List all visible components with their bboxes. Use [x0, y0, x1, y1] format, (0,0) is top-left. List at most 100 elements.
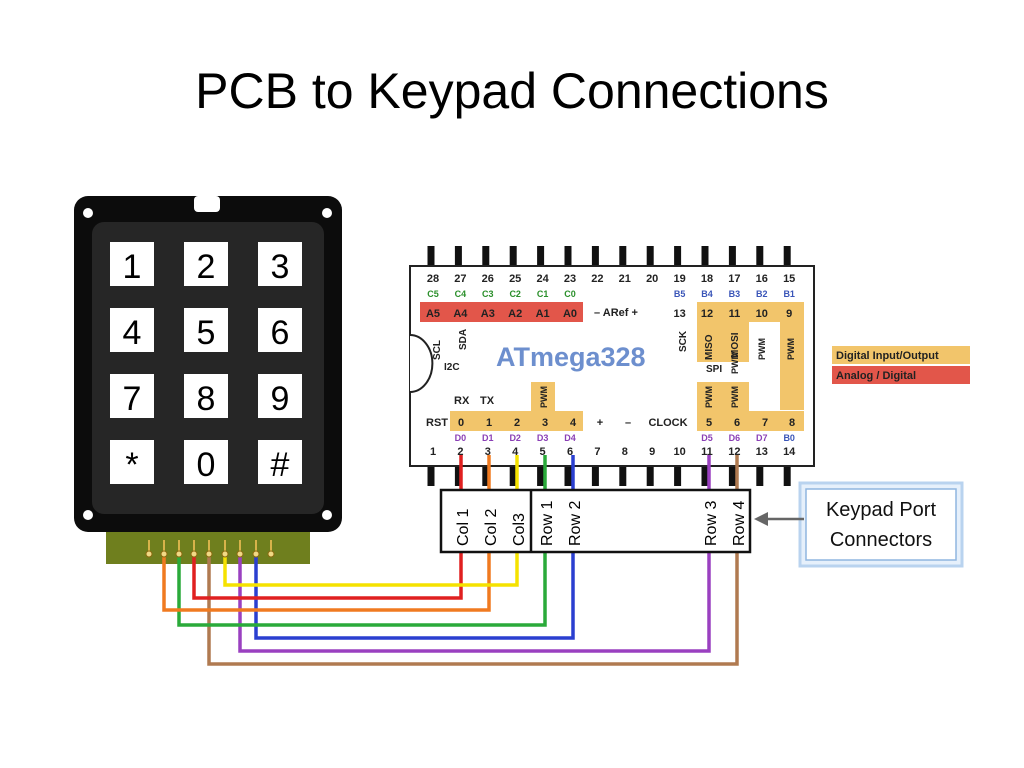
legend-digital-label: Digital Input/Output	[836, 350, 939, 362]
port-label: B1	[783, 289, 795, 299]
digital-region-top	[697, 302, 804, 322]
spi-label: SPI	[706, 364, 722, 375]
key-button	[110, 440, 154, 484]
pin-function-label: 3	[542, 417, 548, 429]
keypad-hole	[83, 208, 93, 218]
pin-number: 26	[482, 273, 494, 285]
legend-digital-swatch	[832, 346, 970, 364]
wire-row1	[177, 552, 547, 627]
connector-label: Row 2	[567, 501, 584, 546]
port-label: D7	[756, 433, 768, 443]
pin-function-label: RST	[426, 417, 448, 429]
pin-number: 10	[673, 446, 685, 458]
key-label: 6	[271, 314, 290, 352]
pin-function-label: 5	[706, 417, 712, 429]
key-button	[110, 308, 154, 352]
chip-pin	[482, 466, 490, 486]
port-label: C0	[564, 289, 576, 299]
ribbon-pin-head	[267, 550, 275, 558]
pin-number: 13	[756, 446, 768, 458]
key-label: *	[125, 446, 138, 484]
chip-pin	[427, 466, 435, 486]
ribbon-pin-head	[145, 550, 153, 558]
pin-number: 23	[564, 273, 576, 285]
pin-number: 7	[594, 446, 600, 458]
pin-function-label: A5	[426, 308, 440, 320]
key-label: 3	[271, 248, 290, 286]
chip-pin	[728, 246, 736, 266]
chip-pin	[564, 466, 572, 486]
i2c-label: I2C	[444, 362, 460, 373]
port-label: D4	[564, 433, 576, 443]
pin-function-label: 13	[673, 308, 685, 320]
analog-region	[420, 302, 583, 322]
digital-region-bottom-right	[697, 411, 804, 431]
chip-pin	[619, 246, 627, 266]
port-label: D3	[537, 433, 549, 443]
keypad-hole	[322, 208, 332, 218]
chip-pin	[564, 246, 572, 266]
pin-number: 4	[512, 446, 519, 458]
pin-number: 8	[622, 446, 628, 458]
chip-pin	[674, 466, 682, 486]
digital-region-bottom-left	[450, 411, 583, 431]
port-label: B3	[729, 289, 741, 299]
key-label: 9	[271, 380, 290, 418]
pin-number: 9	[649, 446, 655, 458]
pin-number: 20	[646, 273, 658, 285]
connector-box	[439, 488, 752, 554]
pin-function-label: 12	[701, 308, 713, 320]
pwm-label: PWM	[704, 386, 714, 408]
pin-function-label: CLOCK	[648, 417, 687, 429]
legend: Digital Input/Output Analog / Digital	[832, 346, 970, 384]
port-label: D6	[729, 433, 741, 443]
key-button	[258, 308, 302, 352]
wire-col2	[162, 552, 491, 612]
rx-label: RX	[454, 395, 470, 407]
digital-region-pwm-left	[531, 382, 555, 411]
pin-number: 6	[567, 446, 573, 458]
pin-function-label: A2	[508, 308, 522, 320]
pin-function-label: 10	[756, 308, 768, 320]
key-button	[184, 242, 228, 286]
ribbon-pins	[145, 540, 275, 558]
pin-function-label: 6	[734, 417, 740, 429]
connector-label: Col3	[511, 513, 528, 546]
keypad-hole	[322, 510, 332, 520]
pin-number: 3	[485, 446, 491, 458]
key-label: #	[271, 446, 290, 484]
chip-pin	[619, 466, 627, 486]
wire-col3	[223, 552, 519, 587]
wires	[162, 455, 739, 666]
ribbon-pin-head	[252, 550, 260, 558]
legend-analog-label: Analog / Digital	[836, 370, 916, 382]
chip-pin	[509, 246, 517, 266]
ribbon-pin-head	[190, 550, 198, 558]
wire-row4	[207, 552, 739, 666]
pin-function-label: 11	[729, 308, 741, 320]
pin-number: 15	[783, 273, 795, 285]
chip-pin	[783, 246, 791, 266]
aref-label: – ARef +	[594, 307, 638, 319]
port-label: C1	[537, 289, 549, 299]
pwm-label: PWM	[730, 352, 740, 374]
chip-pin	[783, 466, 791, 486]
keypad-hole	[83, 510, 93, 520]
key-label: 7	[123, 380, 142, 418]
connector-label: Col 2	[483, 509, 500, 546]
pin-number: 2	[457, 446, 463, 458]
keypad-notch	[194, 196, 220, 212]
chip-pin	[454, 466, 462, 486]
chip-pin	[756, 246, 764, 266]
pin-function-label: 0	[458, 417, 464, 429]
pin-function-label: 9	[786, 308, 792, 320]
pin-number: 18	[701, 273, 713, 285]
pin-number: 22	[591, 273, 603, 285]
port-label: B2	[756, 289, 768, 299]
pin-function-label: A3	[481, 308, 495, 320]
port-label: D1	[482, 433, 494, 443]
port-label: C4	[455, 289, 467, 299]
pin-function-label: 4	[570, 417, 577, 429]
